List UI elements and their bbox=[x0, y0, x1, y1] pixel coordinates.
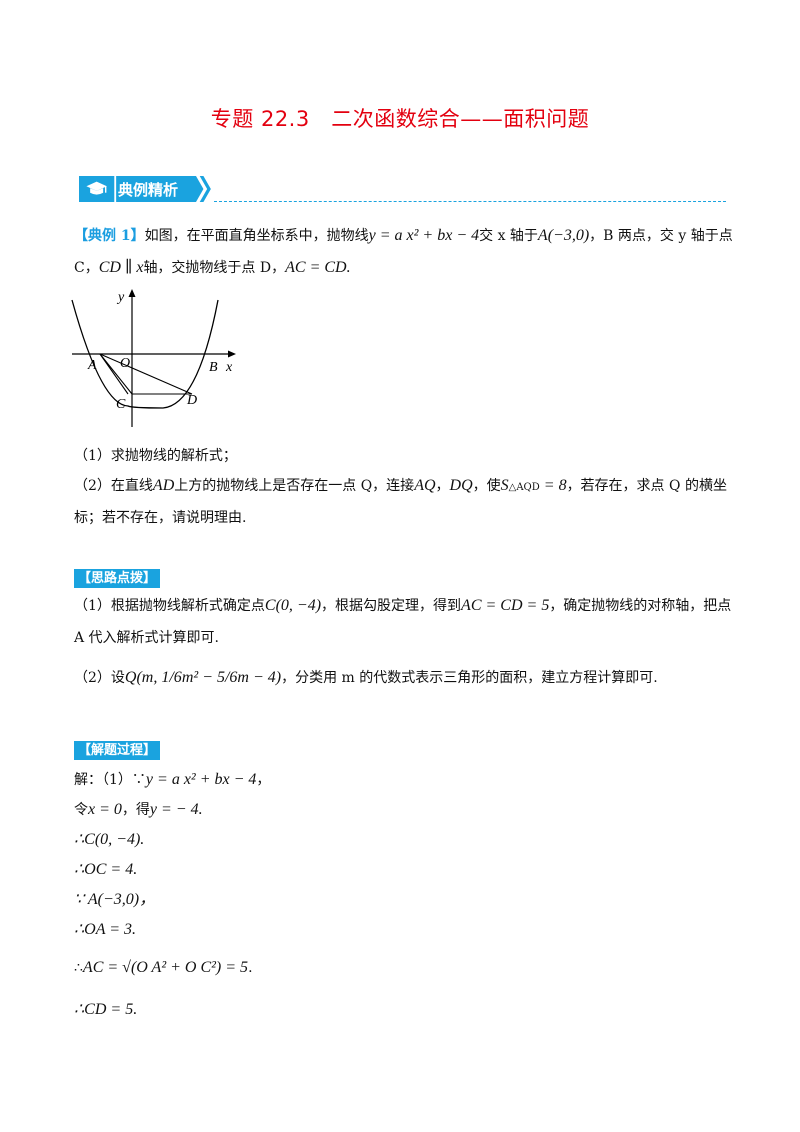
segment-ad bbox=[99, 353, 193, 395]
label-b: B bbox=[209, 360, 218, 375]
ac-equals-cd: AC = CD. bbox=[285, 259, 351, 276]
solution-equation: y = a x² + bx − 4 bbox=[145, 771, 257, 788]
y-axis-arrow bbox=[128, 289, 136, 297]
hint-heading: 【思路点拨】 bbox=[74, 568, 161, 589]
example-text: ，B 两点，交 y 轴于点 bbox=[589, 228, 733, 244]
example-line-1: 【典例 1】如图，在平面直角坐标系中，抛物线y = a x² + bx − 4交… bbox=[74, 226, 733, 246]
q2-text: ，若存在，求点 Q 的横坐 bbox=[566, 478, 727, 494]
solution-text: ∴ bbox=[74, 960, 83, 976]
label-a: A bbox=[87, 358, 97, 373]
solution-line-7: ∴AC = √(O A² + O C²) = 5. bbox=[74, 958, 253, 978]
x-axis-label: x bbox=[225, 360, 233, 375]
solution-line-2: 令x = 0，得y = − 4. bbox=[74, 800, 203, 820]
solution-line-3: ∴C(0, −4). bbox=[74, 831, 145, 848]
hint-line-1: （1）根据抛物线解析式确定点C(0, −4)，根据勾股定理，得到AC = CD … bbox=[74, 596, 731, 616]
y-value: y = − 4. bbox=[149, 801, 203, 818]
y-axis-label: y bbox=[116, 290, 125, 305]
question-1: （1）求抛物线的解析式； bbox=[74, 448, 237, 464]
label-d: D bbox=[186, 393, 197, 408]
solution-text: ，得 bbox=[121, 802, 150, 818]
example-text: C， bbox=[74, 260, 99, 276]
q2-text: ， bbox=[435, 478, 450, 494]
ac-cd-equation: AC = CD = 5 bbox=[461, 597, 550, 614]
fraction-1-6: 1/6 bbox=[161, 669, 182, 686]
label-c: C bbox=[116, 397, 126, 412]
segment-a-curve bbox=[99, 353, 129, 395]
hint-text: （2）设 bbox=[74, 670, 125, 686]
section-divider bbox=[214, 201, 726, 202]
area-subscript: △AQD bbox=[508, 482, 540, 493]
solution-line-8: ∴CD = 5. bbox=[74, 1001, 138, 1018]
question-2-cont: 标；若不存在，请说明理由. bbox=[74, 510, 247, 526]
solution-line-6: ∴OA = 3. bbox=[74, 921, 137, 938]
area-value: = 8 bbox=[539, 477, 567, 494]
solution-text: . bbox=[248, 960, 253, 976]
example-text: 如图，在平面直角坐标系中，抛物线 bbox=[144, 228, 369, 244]
q2-text: （2）在直线 bbox=[74, 478, 153, 494]
hint-tag: 【思路点拨】 bbox=[74, 569, 161, 588]
line-ad: AD bbox=[152, 477, 175, 494]
hint-text: （1）根据抛物线解析式确定点 bbox=[74, 598, 265, 614]
area-symbol: S bbox=[500, 477, 509, 494]
solution-text: 令 bbox=[74, 802, 88, 818]
m-term: m − 4) bbox=[237, 669, 282, 686]
solution-line-5: ∵ A(−3,0)， bbox=[74, 891, 156, 908]
hint-line-2: A 代入解析式计算即可. bbox=[74, 630, 220, 646]
pythagoras-equation: AC = √(O A² + O C²) = 5 bbox=[82, 959, 249, 976]
example-text: 交 x 轴于 bbox=[479, 228, 538, 244]
cd-parallel: CD ∥ x bbox=[98, 259, 144, 276]
section-label: 典例精析 bbox=[118, 181, 179, 199]
solution-tag: 【解题过程】 bbox=[74, 741, 161, 760]
example-tag: 【典例 1】 bbox=[74, 228, 145, 244]
fraction-5-6: 5/6 bbox=[216, 669, 238, 686]
hint-text: ，根据勾股定理，得到 bbox=[321, 598, 462, 614]
section-banner bbox=[79, 176, 211, 202]
x-axis-arrow bbox=[228, 350, 236, 358]
label-o: O bbox=[120, 356, 130, 371]
question-2: （2）在直线AD上方的抛物线上是否存在一点 Q，连接AQ，DQ，使S△AQD =… bbox=[74, 476, 727, 498]
q2-text: 上方的抛物线上是否存在一点 Q，连接 bbox=[174, 478, 415, 494]
hint-line-3: （2）设Q(m, 1/6m² − 5/6m − 4)，分类用 m 的代数式表示三… bbox=[74, 668, 658, 688]
solution-line-4: ∴OC = 4. bbox=[74, 861, 138, 878]
parabola-curve bbox=[71, 299, 219, 409]
x-zero: x = 0 bbox=[88, 801, 122, 818]
page-title: 专题 22.3 二次函数综合——面积问题 bbox=[210, 107, 590, 131]
segment-dq: DQ bbox=[449, 477, 473, 494]
hint-text: ，分类用 m 的代数式表示三角形的面积，建立方程计算即可. bbox=[281, 670, 658, 686]
solution-heading: 【解题过程】 bbox=[74, 740, 161, 761]
m-squared: m² − bbox=[181, 669, 217, 686]
solution-line-1: 解：（1）∵y = a x² + bx − 4， bbox=[74, 770, 270, 790]
hint-text: ，确定抛物线的对称轴，把点 bbox=[549, 598, 732, 614]
point-a: A(−3,0) bbox=[537, 227, 590, 244]
solution-text: 解：（1）∵ bbox=[74, 772, 146, 788]
parabola-equation: y = a x² + bx − 4 bbox=[368, 227, 480, 244]
solution-text: ， bbox=[256, 772, 271, 788]
example-text: 轴，交抛物线于点 D， bbox=[143, 260, 286, 276]
point-q: Q(m, bbox=[124, 669, 162, 686]
parabola-graph: y x A O B C D bbox=[71, 289, 236, 427]
segment-aq: AQ bbox=[414, 477, 436, 494]
q2-text: ，使 bbox=[472, 478, 501, 494]
point-c: C(0, −4) bbox=[264, 597, 322, 614]
example-line-2: C，CD ∥ x轴，交抛物线于点 D，AC = CD. bbox=[74, 258, 351, 278]
